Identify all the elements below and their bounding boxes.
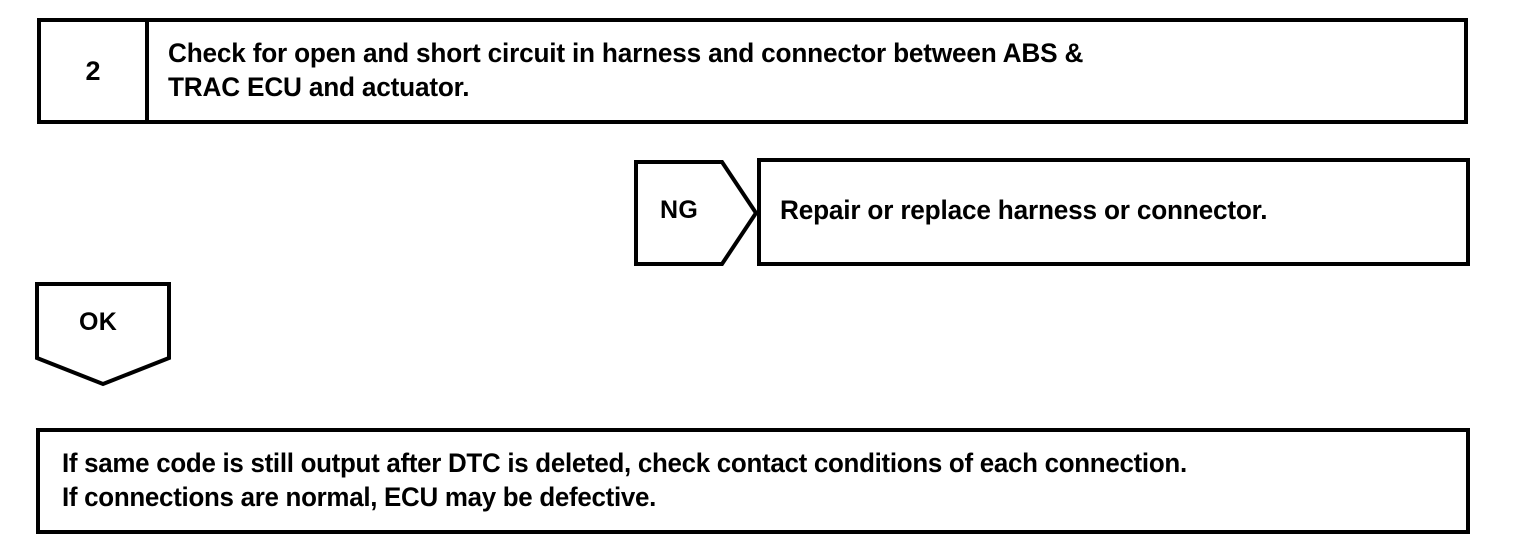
final-note-text: If same code is still output after DTC i… [62, 448, 1187, 512]
final-note-box: If same code is still output after DTC i… [36, 428, 1470, 534]
ng-branch-label: NG [660, 196, 699, 224]
ok-branch-arrow [35, 282, 171, 387]
step-number-cell: 2 [41, 22, 149, 120]
ng-result-text: Repair or replace harness or connector. [780, 195, 1268, 225]
ng-pentagon-icon [634, 160, 758, 266]
ok-branch-label: OK [79, 308, 118, 336]
ok-pentagon-icon [35, 282, 171, 387]
ng-result-box: Repair or replace harness or connector. [757, 158, 1470, 266]
step-box: 2 Check for open and short circuit in ha… [37, 18, 1468, 124]
step-instruction-cell: Check for open and short circuit in harn… [149, 22, 1464, 120]
step-number: 2 [85, 55, 101, 86]
step-instruction-text: Check for open and short circuit in harn… [168, 38, 1084, 102]
ng-branch-arrow [634, 160, 758, 266]
